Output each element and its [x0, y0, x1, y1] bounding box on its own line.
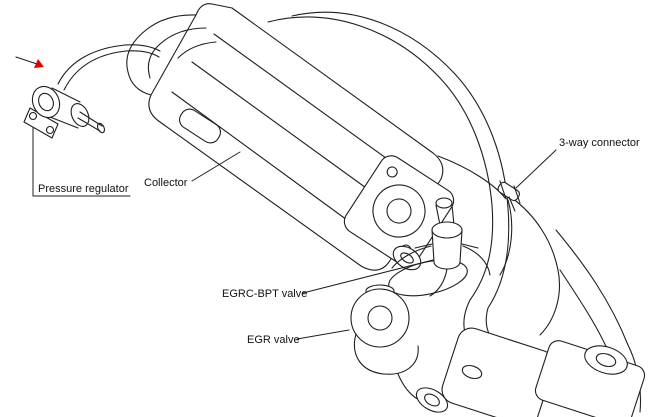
red-arrow-icon [15, 56, 44, 68]
vacuum-hoses [267, 11, 641, 413]
label-egr-valve: EGR valve [247, 334, 300, 346]
leader-lines [32, 127, 557, 340]
egrc-bpt-valve [414, 197, 479, 297]
label-collector: Collector [144, 177, 188, 189]
egr-valve [350, 284, 425, 403]
label-egrc-bpt-valve: EGRC-BPT valve [222, 288, 307, 300]
bottom-right-components [441, 327, 646, 417]
hose-clamp [499, 180, 521, 204]
label-three-way-connector: 3-way connector [559, 137, 640, 149]
throttle-flange [343, 155, 455, 267]
pressure-regulator [23, 85, 105, 139]
label-pressure-regulator: Pressure regulator [38, 183, 129, 195]
fuel-hose [57, 44, 161, 91]
egr-lower-boss [415, 387, 449, 413]
three-way-connector [497, 180, 521, 212]
